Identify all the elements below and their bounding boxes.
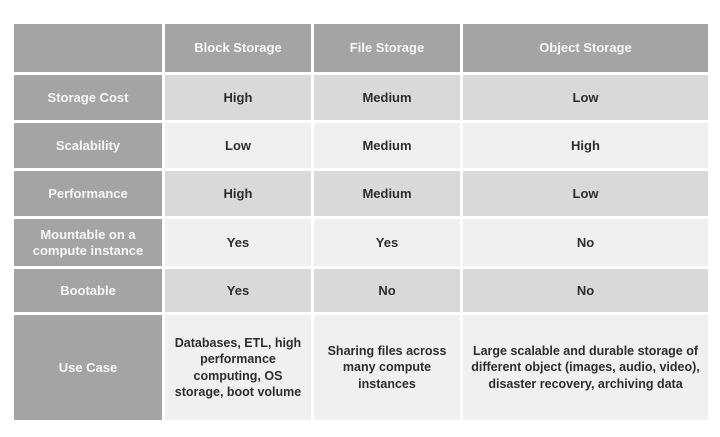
cell-use-case-block: Databases, ETL, high performance computi… (165, 315, 311, 420)
cell-scalability-block: Low (165, 123, 311, 168)
cell-storage-cost-object: Low (463, 75, 708, 120)
row-header-mountable: Mountable on a compute instance (14, 219, 162, 266)
storage-comparison-table: Block Storage File Storage Object Storag… (14, 24, 708, 420)
cell-scalability-file: Medium (314, 123, 460, 168)
cell-storage-cost-block: High (165, 75, 311, 120)
cell-performance-block: High (165, 171, 311, 216)
row-header-performance: Performance (14, 171, 162, 216)
cell-mountable-block: Yes (165, 219, 311, 266)
cell-performance-object: Low (463, 171, 708, 216)
row-header-bootable: Bootable (14, 269, 162, 312)
corner-cell (14, 24, 162, 72)
cell-performance-file: Medium (314, 171, 460, 216)
row-header-scalability: Scalability (14, 123, 162, 168)
col-header-block-storage: Block Storage (165, 24, 311, 72)
cell-bootable-block: Yes (165, 269, 311, 312)
cell-bootable-file: No (314, 269, 460, 312)
cell-storage-cost-file: Medium (314, 75, 460, 120)
cell-mountable-file: Yes (314, 219, 460, 266)
cell-mountable-object: No (463, 219, 708, 266)
cell-use-case-object: Large scalable and durable storage of di… (463, 315, 708, 420)
col-header-file-storage: File Storage (314, 24, 460, 72)
col-header-object-storage: Object Storage (463, 24, 708, 72)
cell-scalability-object: High (463, 123, 708, 168)
row-header-storage-cost: Storage Cost (14, 75, 162, 120)
cell-use-case-file: Sharing files across many compute instan… (314, 315, 460, 420)
row-header-use-case: Use Case (14, 315, 162, 420)
cell-bootable-object: No (463, 269, 708, 312)
